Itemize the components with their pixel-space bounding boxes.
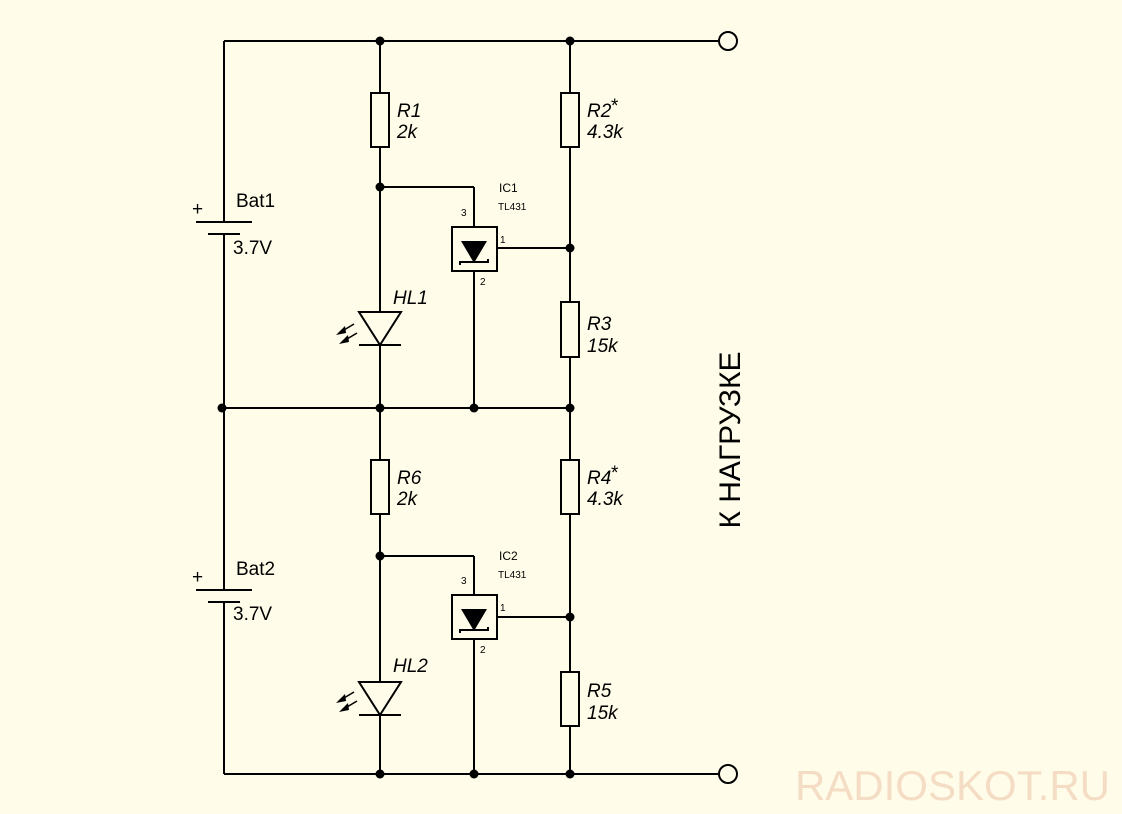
resistor-r3: R3 15k	[560, 301, 619, 358]
resistor-r6: R6 2k	[370, 459, 422, 515]
resistor-name: R5	[587, 681, 612, 702]
junction-dot	[565, 36, 575, 46]
resistor-value: 2k	[396, 122, 419, 143]
resistor-value: 4.3k	[587, 122, 624, 143]
junction-dot	[469, 769, 479, 779]
junction-dot	[217, 403, 227, 413]
junction-dot	[565, 769, 575, 779]
output-terminal-positive	[718, 31, 738, 51]
ic-pin-number: 2	[480, 645, 486, 656]
resistor-value: 4.3k	[587, 489, 624, 510]
led-name: HL1	[393, 288, 428, 309]
ic-pin-number: 1	[500, 603, 506, 614]
resistor-r4: R4 * 4.3k	[560, 459, 624, 515]
led-hl1: HL1	[336, 288, 428, 347]
resistor-value: 2k	[396, 489, 419, 510]
resistor-r1: R1 2k	[370, 92, 421, 148]
junction-dot	[469, 403, 479, 413]
watermark: RADIOSKOT.RU	[794, 762, 1110, 809]
junctions	[217, 36, 575, 779]
ic1-tl431: IC1 TL431 3 1 2	[451, 181, 527, 288]
battery-polarity: +	[192, 567, 203, 588]
resistor-name: R4	[587, 468, 611, 489]
battery-name: Bat1	[236, 191, 275, 212]
led-hl2: HL2	[336, 656, 428, 717]
ic2-tl431: IC2 TL431 3 1 2	[451, 549, 527, 656]
junction-dot	[375, 36, 385, 46]
ic-part-number: TL431	[498, 570, 527, 581]
resistor-r2: R2 * 4.3k	[560, 92, 624, 148]
resistor-name: R6	[397, 468, 422, 489]
ic-name: IC2	[499, 549, 518, 563]
ic-pin-number: 3	[461, 576, 467, 587]
load-label: К НАГРУЗКЕ	[714, 351, 747, 528]
junction-dot	[375, 403, 385, 413]
battery-bat2: + Bat2 3.7V	[192, 559, 275, 625]
battery-voltage: 3.7V	[233, 604, 272, 625]
led-name: HL2	[393, 656, 428, 677]
ic-part-number: TL431	[498, 202, 527, 213]
resistor-star-mark: *	[611, 463, 619, 484]
junction-dot	[565, 612, 575, 622]
resistor-name: R3	[587, 314, 612, 335]
battery-voltage: 3.7V	[233, 238, 272, 259]
ic-pin-number: 1	[500, 235, 506, 246]
battery-bat1: + Bat1 3.7V	[192, 191, 275, 259]
output-terminal-negative	[718, 764, 738, 784]
resistor-name: R1	[397, 101, 421, 122]
junction-dot	[565, 243, 575, 253]
resistor-name: R2	[587, 101, 612, 122]
resistor-value: 15k	[587, 336, 619, 357]
junction-dot	[565, 403, 575, 413]
ic-pin-number: 3	[461, 208, 467, 219]
resistor-star-mark: *	[611, 96, 619, 117]
ic-name: IC1	[499, 181, 518, 195]
junction-dot	[375, 551, 385, 561]
battery-name: Bat2	[236, 559, 275, 580]
junction-dot	[375, 769, 385, 779]
ic-pin-number: 2	[480, 277, 486, 288]
battery-polarity: +	[192, 199, 203, 220]
junction-dot	[375, 182, 385, 192]
resistor-value: 15k	[587, 703, 619, 724]
resistor-r5: R5 15k	[560, 671, 619, 727]
